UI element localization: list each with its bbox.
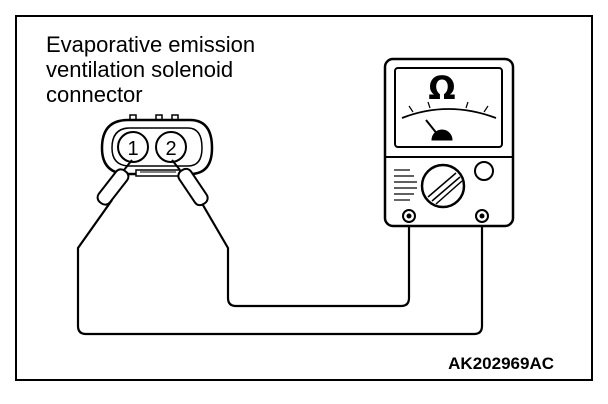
ohm-symbol: Ω [428, 69, 455, 107]
range-selector-knob [420, 163, 466, 209]
probe-right [171, 159, 209, 207]
pin-1 [117, 131, 149, 163]
figure-code: AK202969AC [448, 354, 554, 373]
test-leads [76, 199, 484, 336]
zero-adjust-knob [474, 161, 494, 181]
lead-pin2-to-left-probe [199, 199, 411, 308]
pin-2 [155, 131, 187, 163]
pin-1-label: 1 [127, 138, 138, 160]
lead-pin1-to-right-probe [76, 199, 484, 336]
caption-line-2: ventilation solenoid [46, 57, 234, 82]
ohmmeter-icon [383, 57, 515, 228]
caption-line-3: connector [46, 82, 143, 107]
connector-icon [100, 114, 214, 177]
probe-left [96, 159, 133, 206]
pin-2-label: 2 [165, 138, 176, 160]
caption-line-1: Evaporative emission [46, 32, 256, 57]
